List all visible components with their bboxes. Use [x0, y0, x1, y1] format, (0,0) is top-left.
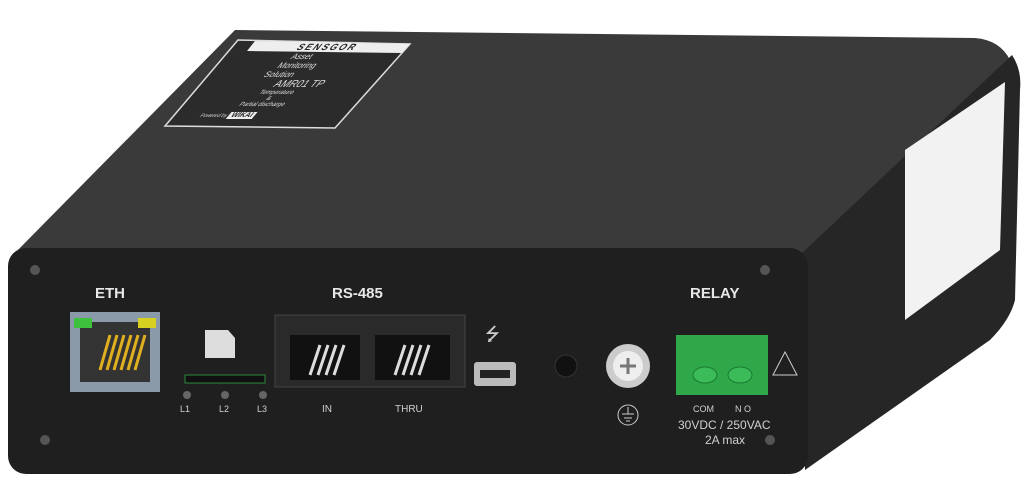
relay-no-label: N O — [735, 404, 752, 414]
relay-rating: 30VDC / 250VAC — [678, 418, 771, 432]
eth-led-yellow — [138, 318, 156, 328]
rs485-label: RS-485 — [332, 285, 383, 302]
rs485-thru-label: THRU — [395, 404, 423, 415]
relay-current: 2A max — [705, 433, 746, 447]
led-l1: L1 — [180, 404, 191, 414]
desc3: Partial discharge — [236, 102, 287, 108]
wika-logo: WIKAI — [225, 112, 258, 119]
label-line3: Solution — [261, 70, 298, 79]
label-line2: Monitoring — [274, 61, 320, 70]
warning-icon — [772, 350, 798, 376]
top-label — [163, 39, 412, 129]
rs485-in-label: IN — [322, 404, 332, 415]
relay-terminal — [676, 335, 768, 395]
led-l2: L2 — [219, 404, 230, 414]
side-label — [905, 82, 1005, 320]
sd-card-icon — [205, 330, 235, 358]
model-text: AMR01 TP — [270, 79, 328, 90]
ground-icon — [617, 404, 639, 426]
usb-icon: ⭍ — [485, 324, 500, 344]
powered-by: Powered by — [197, 113, 230, 119]
label-line1: Asset — [288, 52, 316, 61]
eth-led-green — [74, 318, 92, 328]
relay-label: RELAY — [690, 285, 740, 302]
led-l3: L3 — [257, 404, 268, 414]
brand-text: SENSGOR — [293, 42, 362, 52]
relay-com-label: COM — [693, 404, 714, 414]
reset-button — [554, 354, 578, 378]
eth-label: ETH — [95, 285, 125, 302]
